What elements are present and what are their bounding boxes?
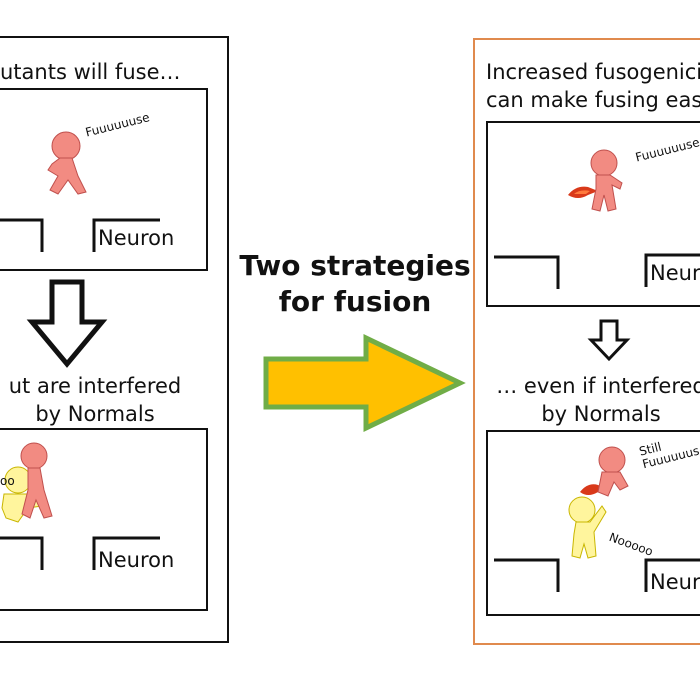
neuron-corner-right (644, 558, 700, 592)
right-arrow-center (263, 334, 466, 432)
right-panel (473, 38, 700, 645)
neuron-corner-right (92, 536, 160, 570)
neuron-corner-left (0, 218, 44, 252)
neuron-corner-left (0, 536, 44, 570)
right-caption-middle: … even if interfered by Normals (496, 374, 700, 426)
left-caption-top: utants will fuse… (0, 60, 181, 84)
right-caption-top: Increased fusogenicit can make fusing ea… (486, 60, 700, 112)
left-scene-interfered: oo Neuron (0, 428, 208, 611)
neuron-corner-right (644, 253, 700, 287)
speech-still: Still Fuuuuuus (637, 439, 700, 472)
mutant-figure (20, 442, 53, 519)
neuron-label: Neuro (650, 570, 700, 594)
normal-figure (568, 496, 607, 559)
neuron-label: Neuron (98, 548, 175, 572)
speech-fuse: Fuuuuuuse (84, 110, 151, 140)
mutant-figure (47, 131, 87, 195)
speech-fuse: Fuuuuuuse (634, 135, 700, 165)
left-panel (0, 36, 229, 643)
flame-icon (568, 186, 598, 198)
neuron-label: Neuron (98, 226, 175, 250)
neuron-corner-left (494, 255, 560, 289)
right-scene-mutant-free: Fuuuuuuse Neuro (486, 121, 700, 307)
right-scene-interfered: Still Fuuuuuus Nooooo Neuro (486, 430, 700, 616)
down-arrow-left (26, 279, 108, 368)
speech-no: oo (0, 474, 15, 488)
center-title: Two strategies for fusion (239, 249, 471, 318)
down-arrow-right (587, 319, 631, 362)
mutant-figure (590, 149, 623, 212)
left-scene-mutant-free: Fuuuuuuse Neuron (0, 88, 208, 271)
left-caption-bottom: ut are interfered by Normals (8, 374, 182, 426)
mutant-figure (597, 446, 629, 497)
neuron-corner-right (92, 218, 160, 252)
neuron-label: Neuro (650, 261, 700, 285)
neuron-corner-left (494, 558, 560, 592)
